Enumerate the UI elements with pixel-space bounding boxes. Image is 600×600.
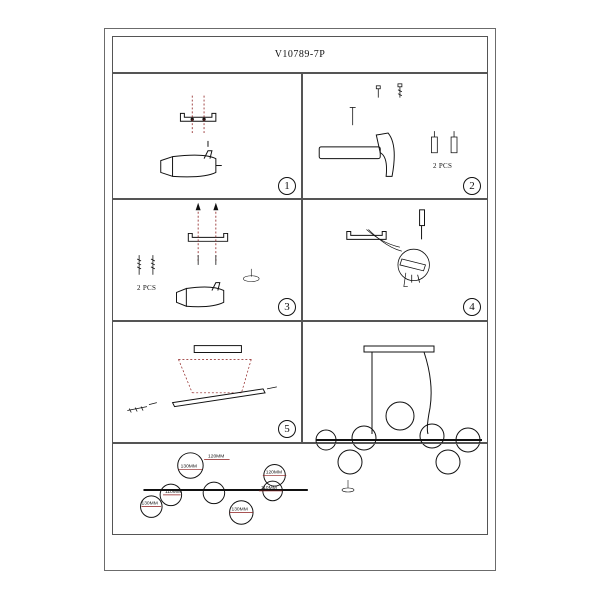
dimensions-panel: 130MM 120MM 110MM 120MM 110MM 130MM 130M… (112, 443, 488, 535)
glass-globe (315, 429, 337, 451)
ceiling-hole-icon (243, 268, 260, 282)
step-2-panel: 2 PCS 2 (302, 73, 488, 199)
glass-globe (140, 495, 163, 518)
step-4-panel: 4 (302, 199, 488, 321)
drill-icon (160, 140, 222, 178)
nail-icon (349, 107, 356, 126)
dimension-diagram: 130MM 120MM 110MM 120MM 110MM 130MM 130M… (140, 452, 308, 525)
ceiling-canopy (193, 345, 242, 353)
screws-pair-icon (136, 255, 156, 275)
step-2-illustration (318, 83, 458, 177)
drill-icon (176, 282, 225, 308)
step-number: 2 (463, 177, 481, 195)
dimension-label: 110MM (261, 485, 277, 491)
mounting-bracket (187, 232, 229, 242)
glass-globe (419, 423, 445, 449)
mounting-bracket (171, 388, 266, 408)
glass-globe (351, 425, 377, 451)
mounting-bracket (179, 112, 217, 122)
step-5-illustration (127, 345, 277, 413)
anchor-quantity: 2 PCS (433, 162, 453, 170)
screw-icon (195, 202, 219, 265)
alignment-lines (178, 359, 252, 394)
screw-icon (127, 386, 277, 413)
bulb-icon (341, 480, 355, 493)
step-4-illustration (346, 209, 430, 287)
step-3-panel: 2 PCS 3 (112, 199, 302, 321)
dimension-label: 130MM (232, 507, 248, 513)
instruction-sheet (104, 28, 496, 571)
dimension-label: 130MM (142, 501, 158, 507)
step-1-panel: 1 (112, 73, 302, 199)
dimension-label: 120MM (208, 454, 224, 460)
step-number: 3 (278, 298, 296, 316)
screwdriver-icon (419, 209, 425, 240)
hammer-icon (318, 132, 395, 177)
mounting-bracket (346, 230, 387, 240)
glass-globe (435, 449, 461, 475)
glass-globe (177, 452, 204, 479)
wall-anchor-icon (431, 131, 458, 154)
glass-globe (455, 427, 481, 453)
glass-globe (202, 481, 226, 505)
dimension-label: 120MM (266, 469, 282, 475)
screw-icon (375, 83, 403, 98)
fixture-overview-panel (302, 321, 488, 443)
chandelier-illustration (315, 345, 482, 493)
step-number: 5 (278, 420, 296, 438)
glass-globe (337, 449, 363, 475)
glass-globe (385, 401, 415, 431)
power-cord (423, 351, 432, 435)
step-1-illustration (160, 95, 222, 178)
drill-marks (191, 95, 205, 136)
dimension-label: 130MM (181, 463, 197, 469)
ceiling-canopy (363, 345, 435, 353)
screw-quantity: 2 PCS (137, 284, 157, 292)
step-5-panel: 5 (112, 321, 302, 443)
wires (366, 229, 402, 252)
terminal-block-icon (397, 248, 430, 287)
step-number: 4 (463, 298, 481, 316)
step-number: 1 (278, 177, 296, 195)
model-code: V10789-7P (112, 36, 488, 73)
dimension-label: 110MM (165, 489, 181, 495)
glass-globe (159, 483, 183, 507)
screw-arrows (197, 207, 217, 261)
step-3-illustration (136, 202, 260, 308)
